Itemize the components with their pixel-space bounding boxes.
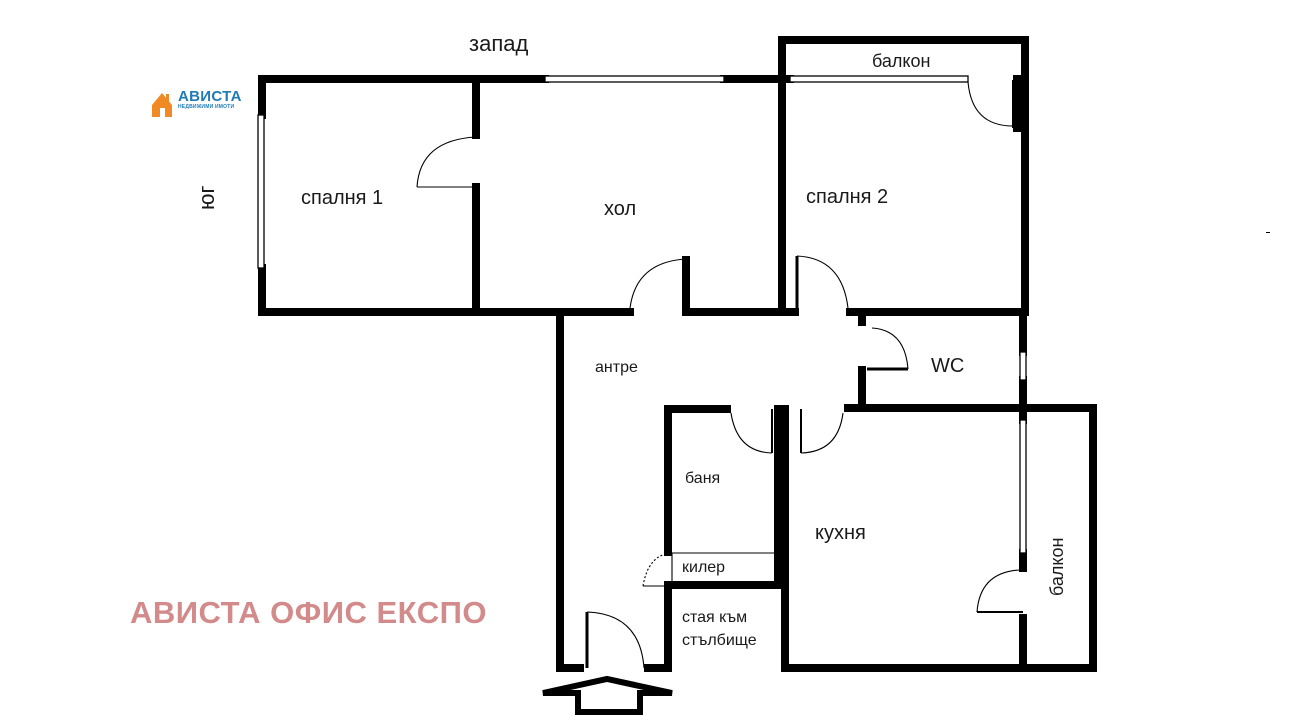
room-label-bathroom: баня [685, 470, 721, 487]
logo-name: АВИСТА [178, 88, 242, 105]
entrance-arrow-icon [542, 675, 673, 715]
room-label-stair-room-line1: стая към [682, 609, 748, 626]
compass-west-label: запад [469, 31, 529, 56]
room-label-bedroom1: спалня 1 [301, 187, 384, 209]
room-label-bedroom2: спалня 2 [806, 186, 889, 208]
watermark: АВИСТА ОФИС ЕКСПО [130, 595, 487, 630]
room-label-balcony-right: балкон [1047, 537, 1067, 596]
compass-south-label: юг [194, 185, 219, 210]
house-icon [152, 93, 172, 117]
room-label-wc: WC [931, 355, 965, 377]
logo-subtitle: НЕДВИЖИМИ ИМОТИ [178, 104, 235, 110]
room-label-kitchen: кухня [815, 522, 866, 544]
room-label-stair-room-line2: стълбище [682, 632, 757, 649]
room-label-storage: килер [682, 559, 726, 576]
room-label-balcony-top: балкон [872, 51, 931, 71]
walls [258, 36, 1097, 672]
logo: АВИСТА НЕДВИЖИМИ ИМОТИ [148, 89, 242, 110]
door-swings [416, 80, 1023, 669]
room-label-hall: антре [595, 359, 638, 376]
windows [257, 75, 1027, 554]
room-label-living: хол [604, 198, 637, 220]
stray-mark [1266, 232, 1270, 233]
